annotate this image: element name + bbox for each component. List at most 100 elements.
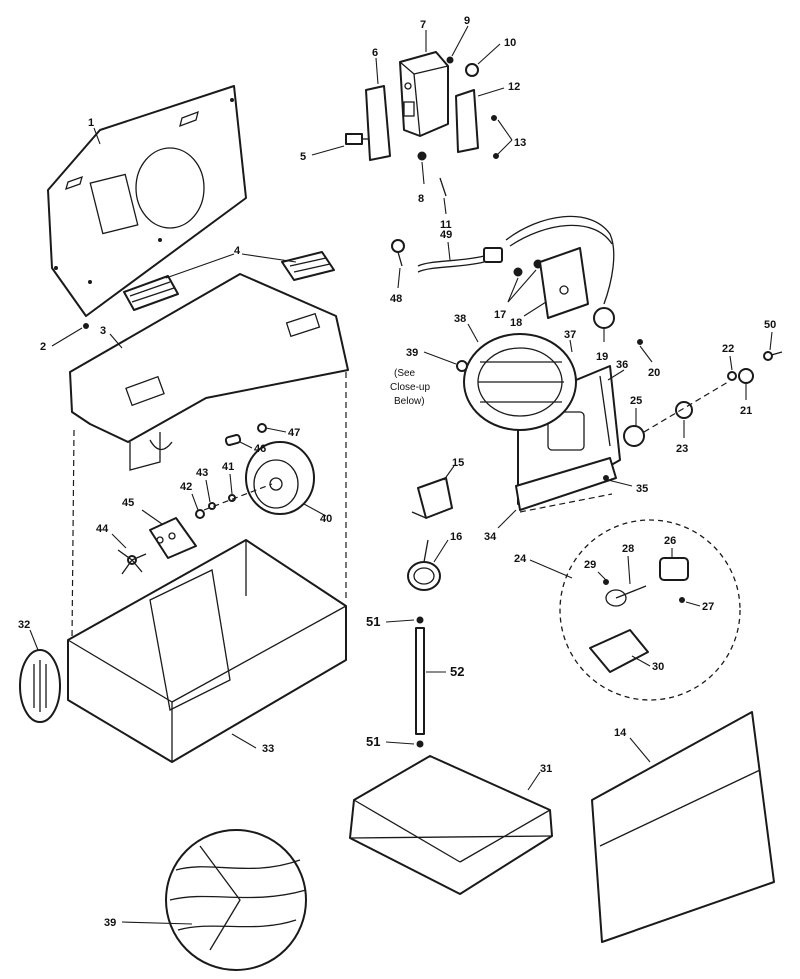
closeup-note-line-1: (See: [394, 368, 416, 379]
clamp-48-part: [391, 239, 405, 267]
callout-34: 34: [484, 531, 497, 543]
callout-26: 26: [664, 535, 676, 547]
screw-35-part: [603, 475, 609, 481]
screw-13-a-part: [491, 115, 497, 121]
screw-long-part: [439, 177, 447, 197]
callout-19: 19: [596, 351, 608, 363]
callout-25: 25: [630, 395, 642, 407]
callout-38: 38: [454, 313, 466, 325]
callout-32: 32: [18, 619, 30, 631]
capacitor-part: [593, 307, 615, 329]
clip-22-part: [727, 371, 737, 381]
callout-15: 15: [452, 457, 464, 469]
callout-51-bottom: 51: [366, 734, 380, 749]
screw-20-part: [637, 339, 643, 345]
callout-41: 41: [222, 461, 234, 473]
shaft-50-part: [763, 351, 783, 361]
callout-50: 50: [764, 319, 776, 331]
cabinet-top-part: [69, 273, 349, 471]
callout-28: 28: [622, 543, 634, 555]
screw-47-part: [257, 423, 267, 433]
callout-31: 31: [540, 763, 552, 775]
rod-52-part: [415, 627, 425, 735]
callout-17: 17: [494, 309, 506, 321]
callout-52: 52: [450, 664, 464, 679]
callout-24: 24: [514, 553, 527, 565]
sleeve-46-part: [224, 433, 242, 447]
front-panel-part: [591, 711, 775, 943]
closeup-note-line-3: Below): [394, 396, 425, 407]
callout-8: 8: [418, 193, 424, 205]
callout-46: 46: [254, 443, 266, 455]
wire-harness-part: [505, 215, 615, 305]
callout-39-closeup: 39: [104, 917, 116, 929]
callout-10: 10: [504, 37, 516, 49]
callout-1: 1: [88, 117, 94, 129]
callout-27: 27: [702, 601, 714, 613]
callout-40: 40: [320, 513, 332, 525]
fan-wheel-part: [245, 441, 315, 515]
clip-bracket-part: [411, 477, 453, 519]
callout-48: 48: [390, 293, 402, 305]
callout-43: 43: [196, 467, 208, 479]
callout-33: 33: [262, 743, 274, 755]
callout-9: 9: [464, 15, 470, 27]
callout-7: 7: [420, 19, 426, 31]
callout-22: 22: [722, 343, 734, 355]
callout-45: 45: [122, 497, 134, 509]
small-screw-part: [446, 56, 454, 64]
motor-part: [149, 517, 197, 559]
callout-5: 5: [300, 151, 306, 163]
base-chassis-part: [67, 539, 347, 763]
back-panel-part: [47, 85, 247, 317]
callout-49: 49: [440, 229, 452, 241]
knob-part: [465, 63, 479, 77]
callout-13: 13: [514, 137, 526, 149]
callout-23: 23: [676, 443, 688, 455]
callout-20: 20: [648, 367, 660, 379]
callout-36: 36: [616, 359, 628, 371]
nut-42-part: [195, 509, 205, 519]
nut-part: [417, 151, 427, 161]
closeup-note-line-2: Close-up: [390, 382, 430, 393]
grille-pad-right-part: [281, 251, 335, 281]
callout-29: 29: [584, 559, 596, 571]
screw-13-b-part: [493, 153, 499, 159]
housing-base-part: [515, 457, 617, 511]
cover-plate-part: [455, 89, 479, 153]
callout-12: 12: [508, 81, 520, 93]
knob-25-part: [623, 425, 645, 447]
screw-part: [83, 323, 89, 329]
callout-16: 16: [450, 531, 462, 543]
callout-3: 3: [100, 325, 106, 337]
set-screw-39-part: [456, 360, 468, 372]
callout-11: 11: [440, 219, 452, 231]
bracket-part: [365, 85, 391, 161]
callout-21: 21: [740, 405, 752, 417]
filter-closeup-part: [165, 829, 307, 971]
callout-35: 35: [636, 483, 648, 495]
drain-pan-part: [349, 755, 553, 895]
callout-2: 2: [40, 341, 46, 353]
callout-39: 39: [406, 347, 418, 359]
callout-18: 18: [510, 317, 522, 329]
screw-51-bottom-part: [416, 740, 424, 748]
spring-coil-part: [407, 539, 441, 591]
thermostat-closeup-part: [559, 519, 741, 701]
callout-47: 47: [288, 427, 300, 439]
callout-4: 4: [234, 245, 241, 257]
fan-blade-part: [117, 549, 147, 575]
screw-51-top-part: [416, 616, 424, 624]
nut-17-a-part: [513, 267, 523, 277]
power-cord-part: [417, 247, 503, 273]
callout-42: 42: [180, 481, 192, 493]
callout-37: 37: [564, 329, 576, 341]
motor-plate-part: [539, 247, 589, 319]
callout-51-top: 51: [366, 614, 380, 629]
side-grille-part: [19, 649, 61, 723]
callout-30: 30: [652, 661, 664, 673]
callout-6: 6: [372, 47, 378, 59]
control-box-part: [399, 51, 449, 137]
callout-14: 14: [614, 727, 627, 739]
